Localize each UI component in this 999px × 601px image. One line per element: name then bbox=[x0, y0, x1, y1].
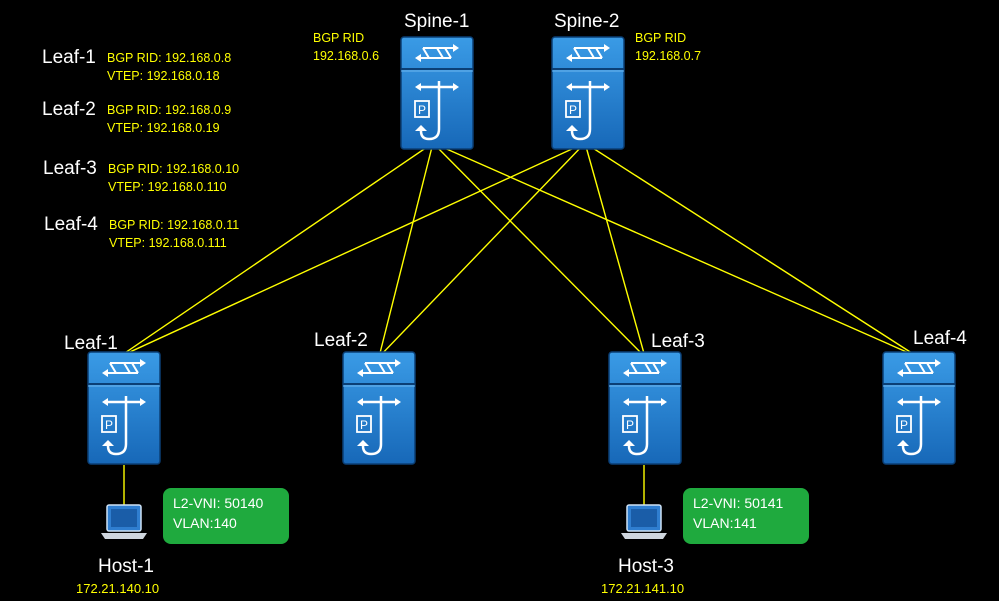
leaf-info-1-vtep: VTEP: 192.168.0.18 bbox=[107, 69, 220, 83]
leaf-info-4-name: Leaf-4 bbox=[44, 214, 98, 235]
link-spine2-leaf3 bbox=[584, 142, 646, 358]
leaf-info-2-vtep: VTEP: 192.168.0.19 bbox=[107, 121, 220, 135]
spine-2-bgp-rid-label: BGP RID bbox=[635, 31, 687, 45]
leaf-1-switch-icon[interactable] bbox=[86, 350, 162, 466]
host-1-laptop-icon[interactable] bbox=[100, 504, 148, 540]
spine-2-label: Spine-2 bbox=[554, 11, 620, 32]
leaf-info-2-bgp-rid: BGP RID: 192.168.0.9 bbox=[107, 103, 232, 117]
leaf-info-3-vtep: VTEP: 192.168.0.110 bbox=[108, 180, 227, 194]
host-3-vni: L2-VNI: 50141 bbox=[693, 495, 784, 511]
host-1-vni: L2-VNI: 50140 bbox=[173, 495, 264, 511]
host-1-vlan: VLAN:140 bbox=[173, 515, 237, 531]
link-spine2-leaf2 bbox=[378, 142, 586, 358]
link-spine1-leaf1 bbox=[118, 142, 434, 358]
host-3-ip: 172.21.141.10 bbox=[601, 581, 685, 596]
leaf-3-switch-icon[interactable] bbox=[607, 350, 683, 466]
leaf-info-4-bgp-rid: BGP RID: 192.168.0.11 bbox=[109, 218, 240, 232]
leaf-info-2-name: Leaf-2 bbox=[42, 99, 96, 120]
host-1-ip: 172.21.140.10 bbox=[76, 581, 160, 596]
leaf-4-switch-icon[interactable] bbox=[881, 350, 957, 466]
leaf-info-4-vtep: VTEP: 192.168.0.111 bbox=[109, 236, 227, 250]
leaf-2-switch-icon[interactable] bbox=[341, 350, 417, 466]
leaf-info-1-bgp-rid: BGP RID: 192.168.0.8 bbox=[107, 51, 232, 65]
spine-2-switch-icon[interactable] bbox=[550, 35, 626, 151]
spine-1-label: Spine-1 bbox=[404, 11, 470, 32]
host-3-vlan: VLAN:141 bbox=[693, 515, 757, 531]
leaf-info-3-bgp-rid: BGP RID: 192.168.0.10 bbox=[108, 162, 240, 176]
leaf-1-label: Leaf-1 bbox=[64, 333, 118, 354]
leaf-3-label: Leaf-3 bbox=[651, 331, 705, 352]
host-1-vni-box: L2-VNI: 50140 VLAN:140 bbox=[163, 488, 289, 544]
spine-1-bgp-rid: 192.168.0.6 bbox=[313, 49, 380, 63]
spine-1-bgp-rid-label: BGP RID bbox=[313, 31, 365, 45]
link-spine2-leaf1 bbox=[118, 142, 586, 358]
host-3-laptop-icon[interactable] bbox=[620, 504, 668, 540]
host-3-label: Host-3 bbox=[618, 556, 674, 577]
host-3-vni-box: L2-VNI: 50141 VLAN:141 bbox=[683, 488, 809, 544]
leaf-2-label: Leaf-2 bbox=[314, 330, 368, 351]
spine-1-switch-icon[interactable] bbox=[399, 35, 475, 151]
leaf-info-3-name: Leaf-3 bbox=[43, 158, 97, 179]
host-1-label: Host-1 bbox=[98, 556, 154, 577]
link-spine1-leaf4 bbox=[432, 142, 919, 358]
leaf-info-1-name: Leaf-1 bbox=[42, 47, 96, 68]
link-spine1-leaf2 bbox=[378, 142, 434, 358]
spine-2-bgp-rid: 192.168.0.7 bbox=[635, 49, 702, 63]
leaf-4-label: Leaf-4 bbox=[913, 328, 967, 349]
link-spine2-leaf4 bbox=[584, 142, 919, 358]
link-spine1-leaf3 bbox=[432, 142, 646, 358]
